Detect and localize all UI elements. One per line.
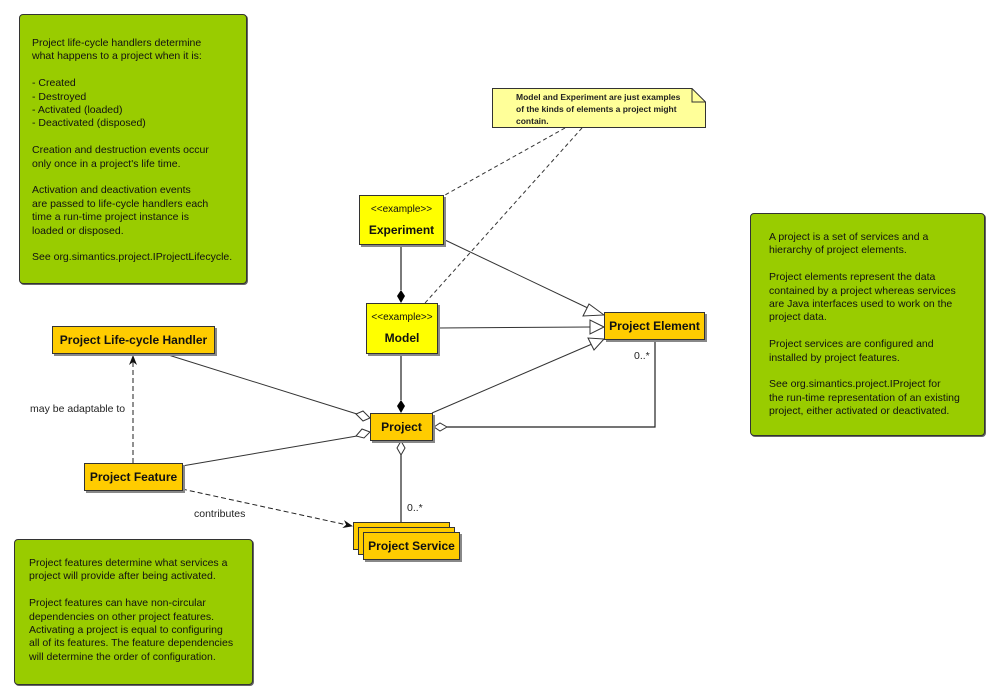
- note-lifecycle-p5: See org.simantics.project.IProjectLifecy…: [32, 251, 233, 264]
- class-name: Project: [381, 420, 422, 434]
- note-lifecycle: Project life-cycle handlers determine wh…: [19, 14, 247, 284]
- note-project-p2: Project elements represent the data cont…: [769, 271, 956, 324]
- stereotype-label: <<example>>: [370, 203, 433, 215]
- aggregation-diamond-feature: [355, 428, 371, 439]
- class-name: Project Service: [368, 539, 455, 553]
- label-element-multiplicity: 0..*: [634, 350, 650, 362]
- composition-diamond-project: [397, 400, 405, 413]
- aggregation-handler: [161, 352, 358, 415]
- note-lifecycle-p4: Activation and deactivation events are p…: [32, 184, 209, 237]
- note-project-p3: Project services are configured and inst…: [769, 338, 934, 364]
- aggregation-diamond-element: [433, 422, 449, 432]
- dependency-contributes: [181, 488, 353, 528]
- note-features: Project features determine what services…: [14, 539, 253, 685]
- note-link-model: [424, 127, 583, 304]
- class-name: Project Life-cycle Handler: [59, 333, 208, 347]
- note-project-p4: See org.simantics.project.IProject for t…: [769, 378, 960, 418]
- class-model[interactable]: <<example>> Model: [366, 303, 438, 354]
- note-features-p1: Project features determine what services…: [29, 557, 228, 583]
- note-features-p2: Project features can have non-circular d…: [29, 597, 234, 663]
- aggregation-diamond-service: [396, 439, 406, 457]
- note-project-p1: A project is a set of services and a hie…: [769, 231, 929, 257]
- class-project-feature[interactable]: Project Feature: [84, 463, 183, 491]
- note-lifecycle-p2: - Created - Destroyed - Activated (loade…: [32, 77, 146, 130]
- note-examples: Model and Experiment are just examples o…: [492, 88, 706, 128]
- generalization-triangle-project: [587, 337, 606, 351]
- generalization-experiment: [444, 239, 593, 311]
- aggregation-project-element: [447, 340, 656, 428]
- class-name: Model: [384, 331, 420, 345]
- generalization-model: [437, 326, 592, 329]
- class-project-element[interactable]: Project Element: [604, 312, 705, 340]
- label-contributes: contributes: [194, 508, 246, 520]
- class-experiment[interactable]: <<example>> Experiment: [359, 195, 444, 245]
- generalization-triangle-model: [589, 319, 606, 335]
- stereotype-label: <<example>>: [371, 312, 433, 323]
- class-name: Project Element: [609, 319, 700, 333]
- class-project-service[interactable]: Project Service: [363, 532, 460, 560]
- aggregation-feature: [181, 435, 358, 467]
- note-link-experiment: [444, 127, 566, 196]
- note-fold-icon: [492, 88, 706, 128]
- class-name: Experiment: [368, 222, 435, 237]
- note-project: A project is a set of services and a hie…: [750, 213, 985, 436]
- label-adaptable: may be adaptable to: [30, 403, 126, 415]
- aggregation-diamond-handler: [355, 410, 371, 422]
- note-examples-text: Model and Experiment are just examples o…: [516, 92, 681, 126]
- class-lifecycle-handler[interactable]: Project Life-cycle Handler: [52, 326, 215, 354]
- generalization-triangle-experiment: [582, 303, 606, 317]
- class-project[interactable]: Project: [370, 413, 433, 441]
- class-name: Project Feature: [89, 470, 178, 484]
- generalization-project: [431, 343, 593, 414]
- label-service-multiplicity: 0..*: [407, 502, 423, 514]
- note-lifecycle-p1: Project life-cycle handlers determine wh…: [32, 37, 202, 63]
- note-lifecycle-p3: Creation and destruction events occur on…: [32, 144, 209, 170]
- composition-diamond-model: [397, 290, 405, 303]
